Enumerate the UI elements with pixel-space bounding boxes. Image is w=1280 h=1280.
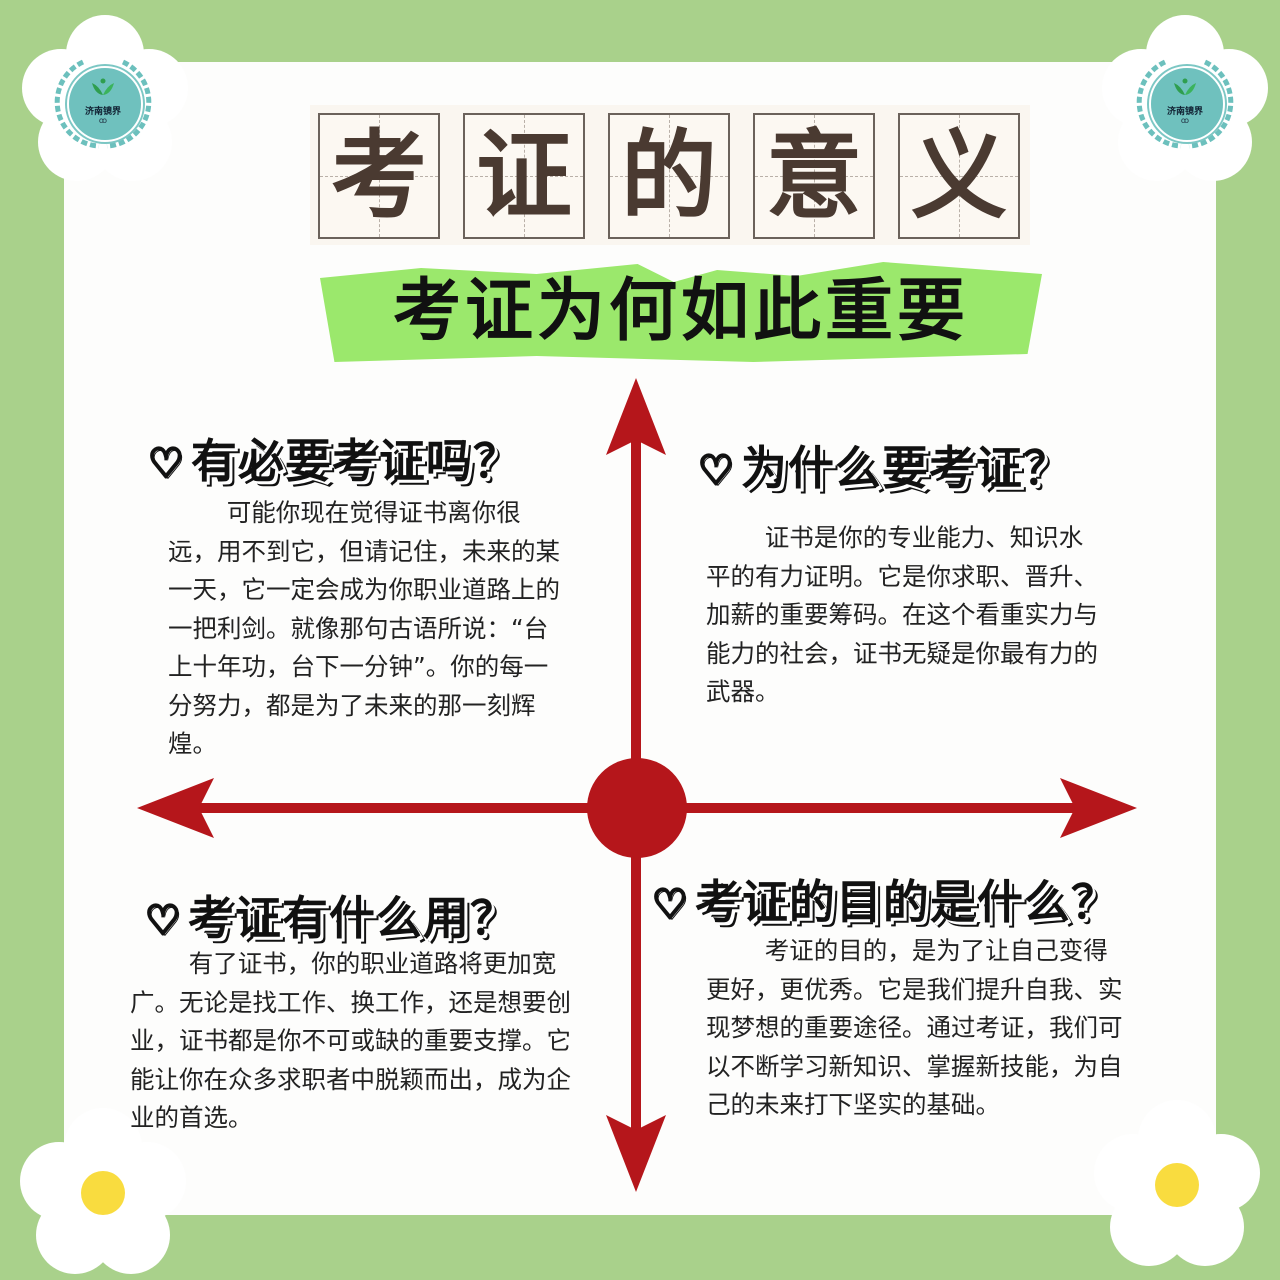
heart-icon: ♡ xyxy=(147,440,186,489)
logo-name: 济南镜界 xyxy=(1166,107,1203,117)
title-char: 证 xyxy=(476,119,572,232)
laurel-icon xyxy=(1136,59,1234,149)
logo-mark-icon: ꝏ xyxy=(98,116,108,125)
flower-bottom-right xyxy=(1092,1100,1262,1270)
heading-bottom-right: ♡考证的目的是什么？ xyxy=(651,875,1118,930)
title-char: 意 xyxy=(766,119,862,232)
heart-icon: ♡ xyxy=(651,881,690,930)
body-top-left: 可能你现在觉得证书离你很远，用不到它，但请记住，未来的某一天，它一定会成为你职业… xyxy=(168,498,560,758)
subtitle-text: 考证为何如此重要 xyxy=(392,272,969,351)
logo-top-left: 济南镜界 ꝏ xyxy=(53,52,153,152)
logo-name: 济南镜界 xyxy=(84,107,121,117)
page-title: 考 证 的 意 义 xyxy=(310,105,1030,245)
title-char: 义 xyxy=(911,119,1007,232)
leaf-icon xyxy=(92,78,114,95)
subtitle-banner: 考证为何如此重要 xyxy=(320,262,1042,362)
heading-top-left: ♡有必要考证吗？ xyxy=(147,434,520,489)
logo-top-right: 济南镜界 ꝏ xyxy=(1135,52,1235,152)
title-char: 考 xyxy=(331,119,427,232)
body-top-right: 证书是你的专业能力、知识水平的有力证明。它是你求职、晋升、加薪的重要筹码。在这个… xyxy=(706,523,1098,706)
heart-icon: ♡ xyxy=(697,447,736,496)
laurel-icon xyxy=(54,59,152,149)
body-bottom-left: 有了证书，你的职业道路将更加宽广。无论是找工作、换工作，还是想要创业，证书都是你… xyxy=(130,949,571,1132)
flower-bottom-left xyxy=(18,1108,188,1278)
logo-mark-icon: ꝏ xyxy=(1180,116,1190,125)
leaf-icon xyxy=(1174,78,1196,95)
heart-icon: ♡ xyxy=(144,897,183,946)
heading-bottom-left: ♡考证有什么用？ xyxy=(144,891,517,946)
heading-top-right: ♡为什么要考证？ xyxy=(697,441,1070,496)
title-char: 的 xyxy=(621,119,717,232)
body-bottom-right: 考证的目的，是为了让自己变得更好，更优秀。它是我们提升自我、实现梦想的重要途径。… xyxy=(706,936,1123,1119)
